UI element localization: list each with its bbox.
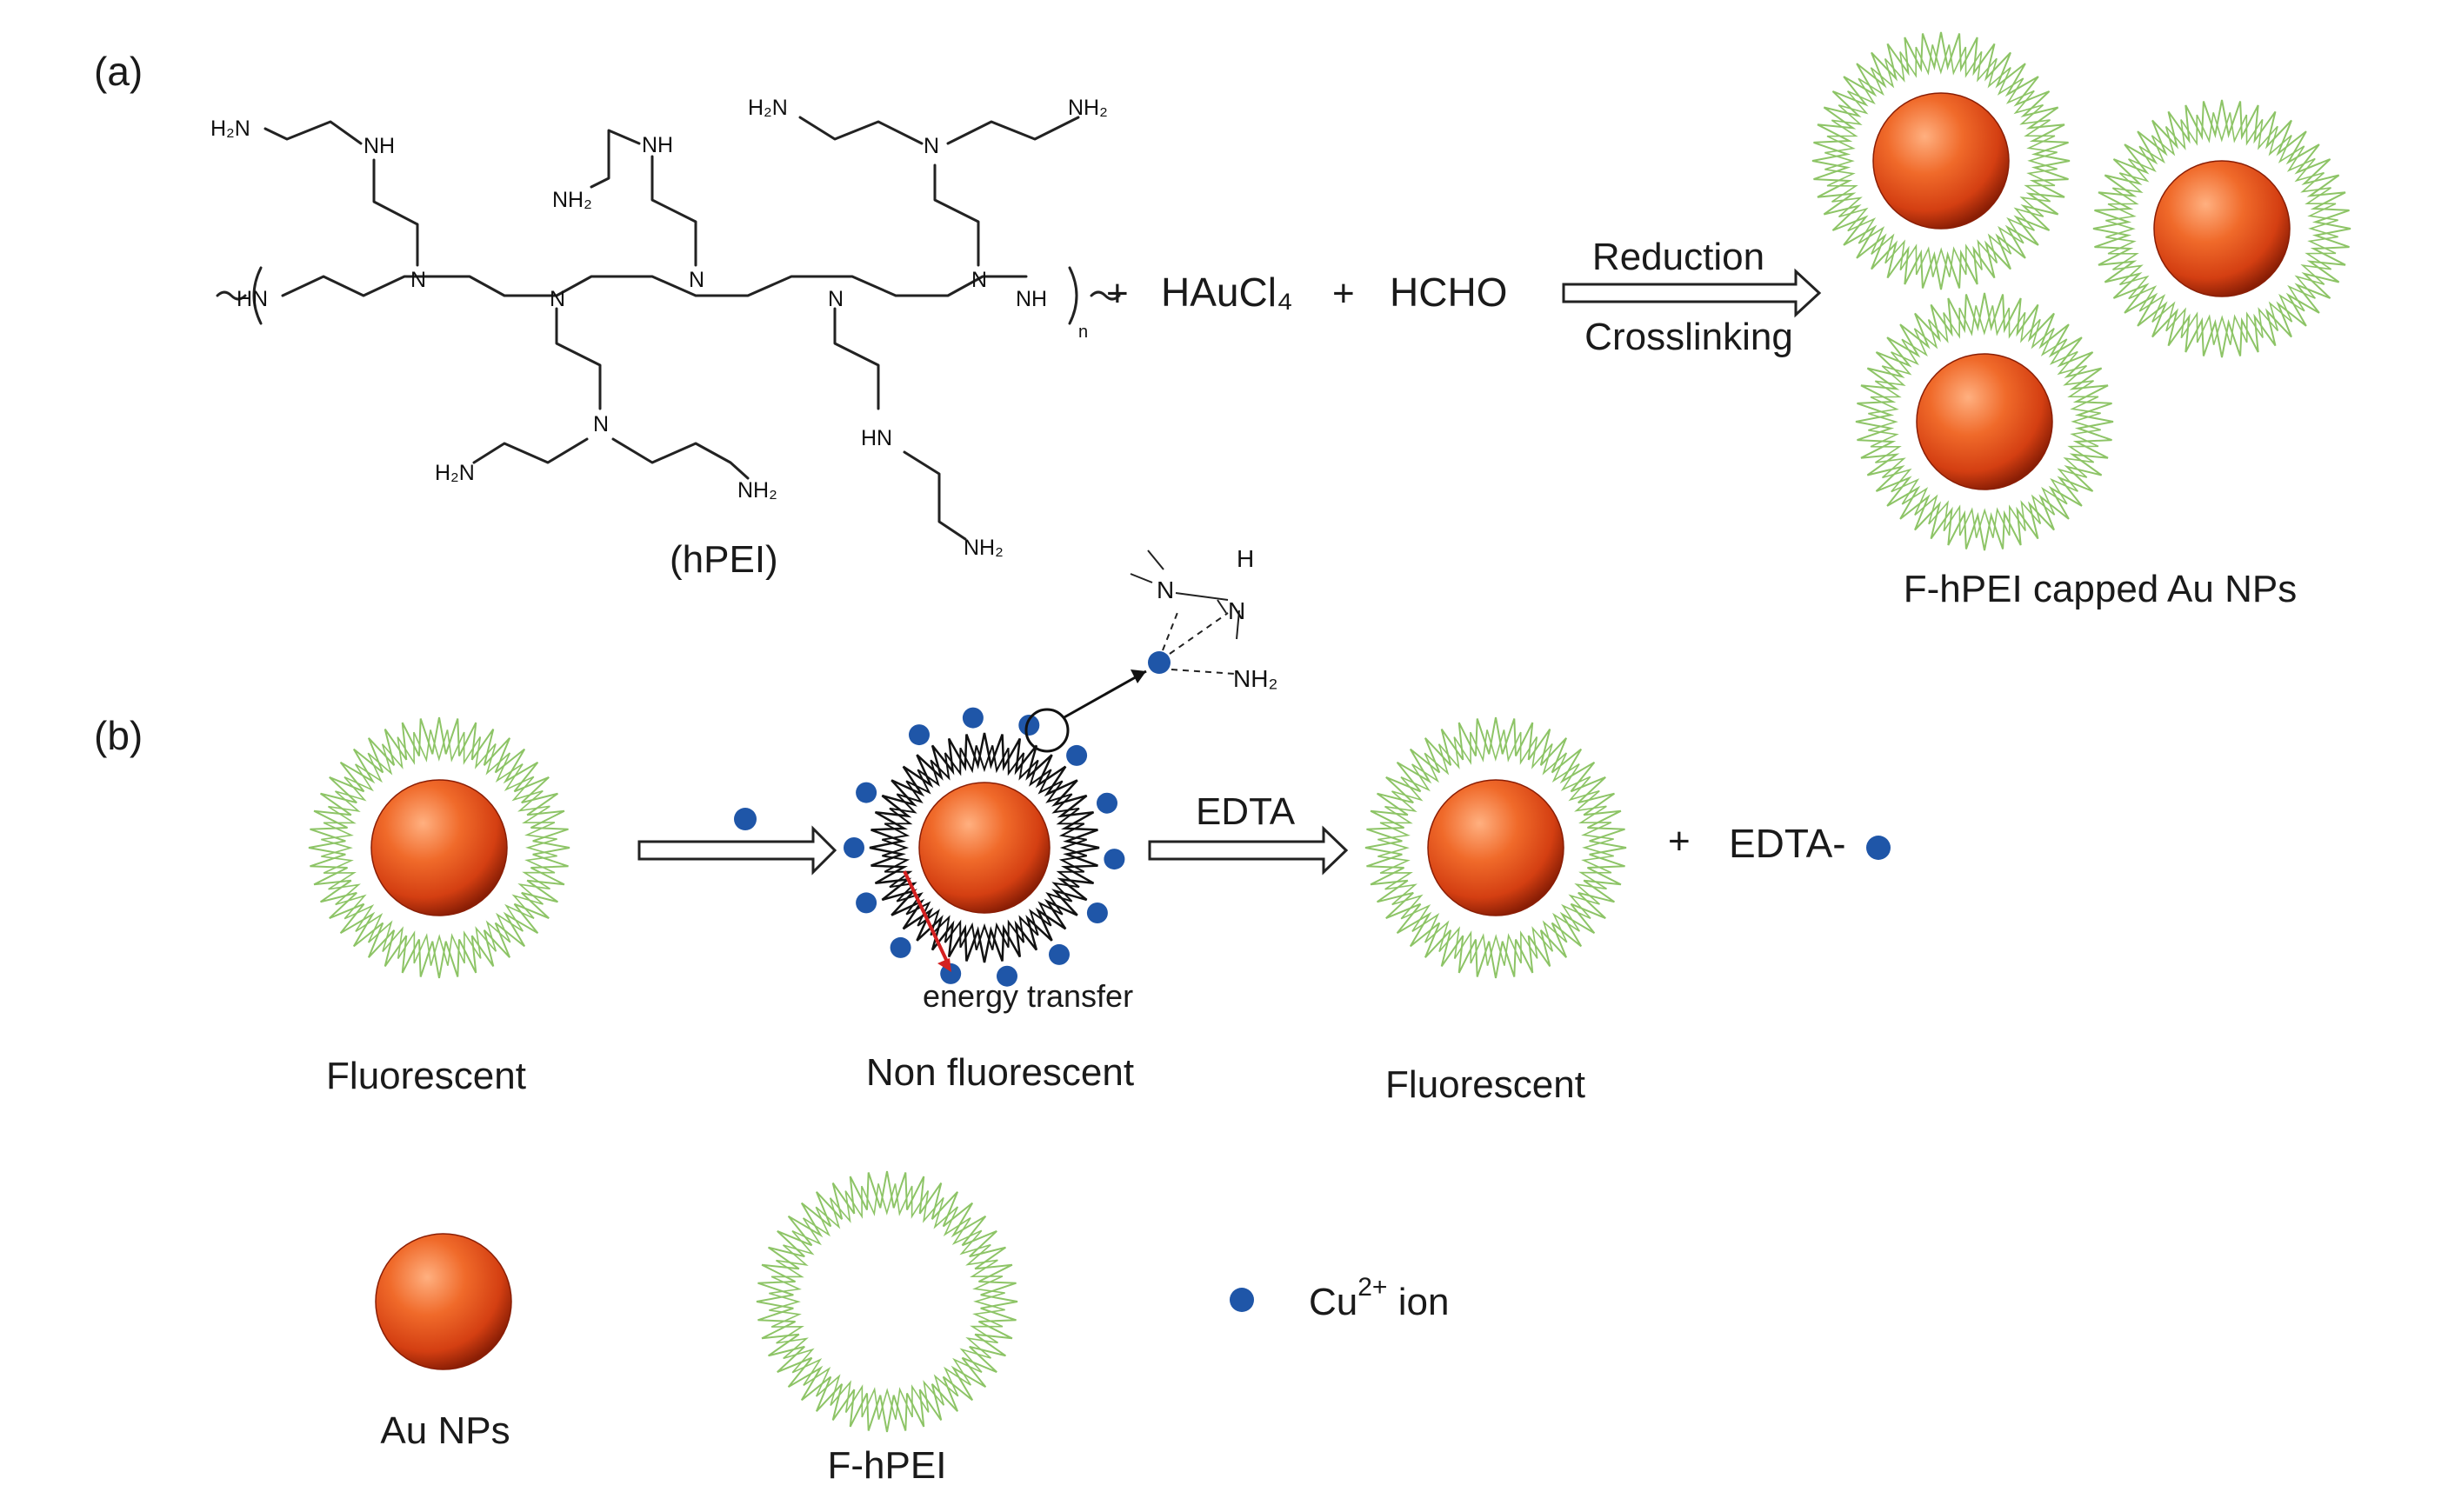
capped-au-np-1 — [1811, 31, 2071, 290]
au-core — [1916, 353, 2053, 490]
atom-nh2-3: NH₂ — [737, 478, 777, 503]
atom-nh2-4: NH₂ — [964, 536, 1004, 560]
atom-n-6: N — [593, 412, 609, 436]
au-core — [918, 782, 1051, 914]
energy-transfer-label: energy transfer — [923, 978, 1133, 1014]
cu-ion-bound — [962, 707, 984, 729]
legend-au-label: Au NPs — [380, 1409, 510, 1452]
binding-atom-nh2: NH₂ — [1233, 665, 1277, 692]
shell-zigzag-inner — [2105, 112, 2338, 345]
cu-ion-bound — [1097, 792, 1117, 814]
binding-atom-n2: N — [1228, 597, 1245, 624]
reagent-hcho: HCHO — [1390, 270, 1507, 315]
panel-b-label: (b) — [94, 713, 143, 758]
atom-nh2-1: NH₂ — [552, 188, 592, 212]
hpei-structure — [216, 116, 1121, 541]
cu-ion-bound — [909, 724, 930, 746]
arrow-label-reduction: Reduction — [1592, 236, 1764, 278]
atom-nh-1: NH — [364, 134, 395, 158]
atom-h2n-3: H₂N — [435, 461, 475, 485]
cu-ion-bound — [1086, 903, 1108, 923]
cu-ion-bound — [1018, 715, 1040, 736]
atom-n-3: N — [689, 268, 704, 292]
legend-cu-dot — [1230, 1288, 1254, 1312]
atom-h2n-1: H₂N — [210, 117, 250, 141]
shell-zigzag-inner — [769, 1183, 1005, 1420]
atom-hn-end: HN — [237, 287, 268, 311]
cu-ion-bound — [1049, 943, 1070, 965]
cu-ion-incoming — [734, 808, 757, 830]
shell-zigzag-inner — [1868, 305, 2101, 538]
au-core — [370, 779, 508, 916]
legend-au-np — [375, 1233, 512, 1370]
au-core — [375, 1233, 512, 1370]
hpei-caption: (hPEI) — [670, 538, 778, 581]
arrow-add-cu — [637, 825, 837, 876]
legend-fhpei-label: F-hPEI — [828, 1444, 947, 1487]
arrow-label-crosslinking: Crosslinking — [1584, 316, 1793, 358]
atom-nh-end: NH — [1016, 287, 1047, 311]
cu-ion-bound — [844, 837, 864, 858]
atom-nh-2: NH — [642, 133, 673, 157]
highlight-circle — [1024, 708, 1070, 753]
cu-ion-bound — [890, 936, 911, 958]
fluorescent-np-2 — [1364, 716, 1627, 979]
shell-dark-inner — [882, 745, 1087, 950]
shell-zigzag-inner — [1824, 44, 2058, 277]
atom-nh2-2: NH₂ — [1068, 96, 1108, 120]
stage-non-fluorescent: Non fluorescent — [866, 1051, 1134, 1094]
edta-cu-dot — [1866, 836, 1891, 860]
stage-fluorescent-1: Fluorescent — [326, 1055, 526, 1097]
atom-n-top: N — [924, 134, 939, 158]
stage-fluorescent-2: Fluorescent — [1385, 1063, 1585, 1106]
atom-h2n-2: H₂N — [748, 96, 788, 120]
cu-ion-bound — [1066, 744, 1088, 766]
binding-atom-n: N — [1157, 576, 1174, 603]
shell-zigzag-inner — [321, 729, 557, 966]
cu-ion-bound — [997, 965, 1017, 987]
edta-arrow-label: EDTA — [1196, 790, 1296, 833]
binding-arrow-head — [1131, 669, 1146, 683]
capped-au-np-3 — [1855, 292, 2114, 551]
plus-1: + — [1106, 272, 1129, 315]
plus-edta: + — [1668, 820, 1691, 863]
binding-arrow — [1062, 669, 1147, 720]
panel-a-label: (a) — [94, 49, 143, 94]
energy-transfer-arrowhead — [937, 958, 951, 972]
product-caption: F-hPEI capped Au NPs — [1904, 568, 2297, 610]
plus-2: + — [1332, 272, 1355, 315]
au-core — [1872, 92, 2010, 230]
quenched-np — [869, 732, 1100, 963]
cu-ion-bound — [1104, 849, 1125, 870]
legend-cu-label: Cu2+ ion — [1309, 1273, 1449, 1323]
reaction-arrow-a — [1562, 268, 1822, 318]
legend-fhpei-shell — [756, 1170, 1018, 1433]
au-core — [1427, 779, 1564, 916]
atom-n-1: N — [410, 268, 426, 292]
binding-atom-h: H — [1237, 545, 1254, 572]
atom-hn-2: HN — [861, 426, 892, 450]
atom-n-5: N — [971, 268, 987, 292]
atom-n-2: N — [550, 287, 565, 311]
atom-n-4: N — [828, 287, 844, 311]
au-core — [2153, 160, 2291, 297]
cu-ion-bound — [940, 962, 962, 984]
capped-au-np-2 — [2092, 99, 2351, 358]
shell-zigzag-inner — [1377, 729, 1614, 966]
arrow-edta — [1148, 825, 1349, 876]
fluorescent-np-1 — [308, 716, 570, 979]
cu-ion-bound — [856, 782, 877, 803]
energy-transfer-arrow — [903, 870, 950, 964]
atom-sub-n: n — [1078, 323, 1088, 342]
cu-ion-bound — [856, 892, 877, 914]
edta-complex-label: EDTA- — [1729, 821, 1846, 866]
cu-binding-site — [1130, 550, 1240, 675]
reagent-haucl4: HAuCl₄ — [1161, 270, 1293, 315]
cu-ion-ring — [844, 707, 1125, 987]
